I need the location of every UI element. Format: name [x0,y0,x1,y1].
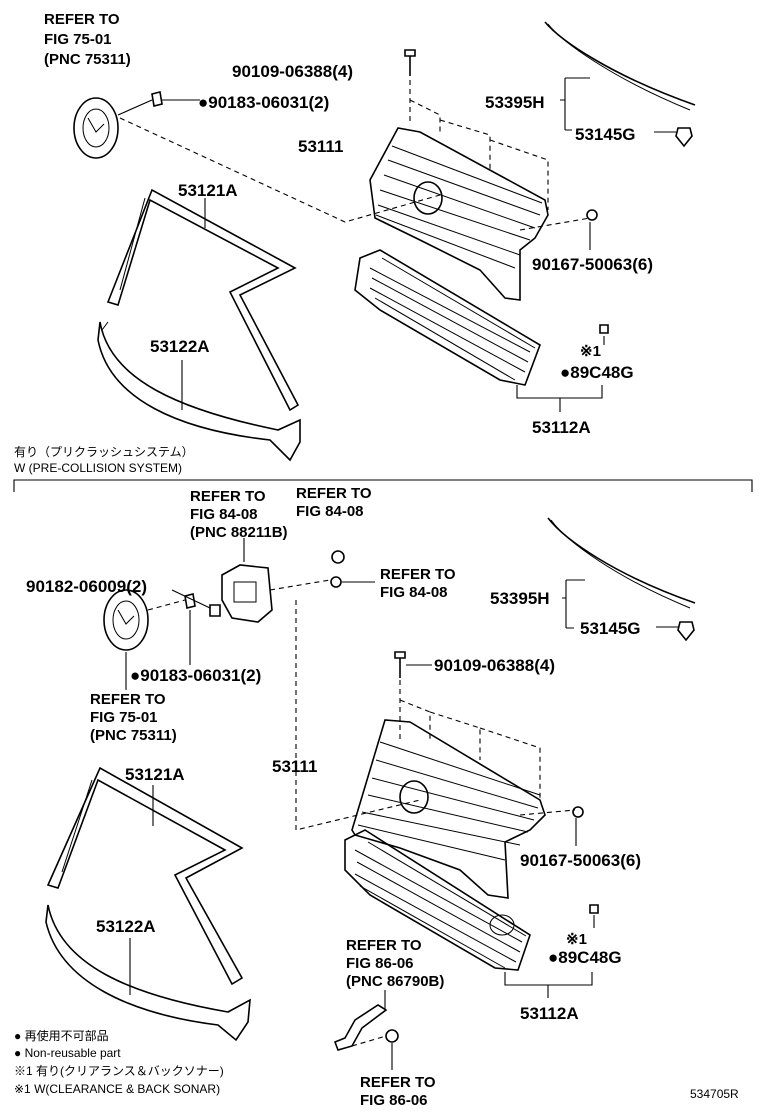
radiator-grille-label-upper: 53112A [532,418,591,437]
clip-53145g-lower [656,621,695,642]
radar-ref3-l1: REFER TO [380,566,456,583]
emblem-ref-upper-l3: (PNC 75311) [44,51,131,68]
radar-nut-2 [330,576,375,588]
molding-b-label-upper: 53122A [150,337,210,356]
legend-note-en: ※1 W(CLEARANCE & BACK SONAR) [14,1082,220,1096]
molding-b-label-lower: 53122A [96,917,156,936]
emblem-lower [103,589,149,651]
molding-upper-label-lower: 53395H [490,589,550,608]
radar-nut-1 [331,550,345,564]
figure-id: 534705R [690,1087,739,1101]
note-mark-lower: ※1 [566,931,587,948]
emblem-ref-lower-l2: FIG 75-01 [90,709,158,726]
section-divider [13,479,753,492]
molding-53121a-upper [106,188,300,412]
radiator-grille-label-lower: 53112A [520,1004,579,1023]
emblem-ref-lower-l3: (PNC 75311) [90,727,177,744]
screw-label-upper: 90167-50063(6) [532,255,653,274]
screw-lower [171,589,221,617]
sensor-label-upper: ●89C48G [560,363,634,382]
clip-label-upper: 53145G [575,125,636,144]
variant-en: W (PRE-COLLISION SYSTEM) [14,461,182,475]
molding-53121a-lower [46,766,244,986]
clip-screw-upper [586,209,598,250]
clip-label-lower: 53145G [580,619,641,638]
nut-upper [151,91,200,107]
radar-ref-l2: FIG 84-08 [190,506,258,523]
grille-53112a-upper [354,249,541,386]
sensor-lower [589,904,599,928]
radar-ref-l3: (PNC 88211B) [190,524,288,541]
legend-note-jp: ※1 有り(クリアランス＆バックソナー) [14,1064,224,1078]
grille-53111-upper [369,127,549,301]
bottom-ref-l2: FIG 86-06 [360,1092,428,1109]
legend-nonreusable-en: ● Non-reusable part [14,1046,121,1060]
clip-screw-lower [572,806,584,846]
molding-53122a-lower [45,904,251,1042]
emblem-ref-upper-l1: REFER TO [44,11,120,28]
emblem-upper [73,97,119,159]
variant-jp: 有り（プリクラッシュシステム） [14,445,194,459]
molding-53122a-upper [97,321,301,462]
emblem-ref-lower-l1: REFER TO [90,691,166,708]
screw-label-lower: 90182-06009(2) [26,577,147,596]
radar-ref3-l2: FIG 84-08 [380,584,448,601]
molding-53395h-lower [547,517,696,609]
legend-nonreusable-jp: ● 再使用不可部品 [14,1028,109,1043]
bolt-label-upper: 90109-06388(4) [232,62,353,81]
screw-clip-label-lower: 90167-50063(6) [520,851,641,870]
bottom-ref-l1: REFER TO [360,1074,436,1091]
bracket-ref-l2: FIG 86-06 [346,955,414,972]
bracket-ref-l3: (PNC 86790B) [346,973,444,990]
radar-ref-l1: REFER TO [190,488,266,505]
molding-53395h-upper [544,21,696,111]
clip-53145g-upper [654,127,693,148]
radar-ref2-l1: REFER TO [296,485,372,502]
bolt-lower [394,651,432,740]
note-mark-upper: ※1 [580,343,601,360]
molding-a-label-upper: 53121A [178,181,238,200]
sensor-upper [599,324,609,345]
grille-label-upper: 53111 [298,137,343,156]
bolt-upper [404,49,416,125]
grille-label-lower: 53111 [272,757,317,776]
bracket-lower [333,990,388,1051]
bracket-ref-l1: REFER TO [346,937,422,954]
grille-53111-lower [351,719,546,899]
bolt-label-lower: 90109-06388(4) [434,656,555,675]
nut-label-upper: ●90183-06031(2) [198,93,329,112]
emblem-ref-upper-l2: FIG 75-01 [44,31,112,48]
radar-ref2-l2: FIG 84-08 [296,503,364,520]
grille-53112a-lower [344,829,531,971]
nut-label-lower: ●90183-06031(2) [130,666,261,685]
molding-a-label-lower: 53121A [125,765,185,784]
sensor-label-lower: ●89C48G [548,948,622,967]
nut-lower [184,593,196,665]
molding-upper-label: 53395H [485,93,545,112]
radar-sensor [221,538,273,623]
bracket-nut [385,1029,399,1070]
